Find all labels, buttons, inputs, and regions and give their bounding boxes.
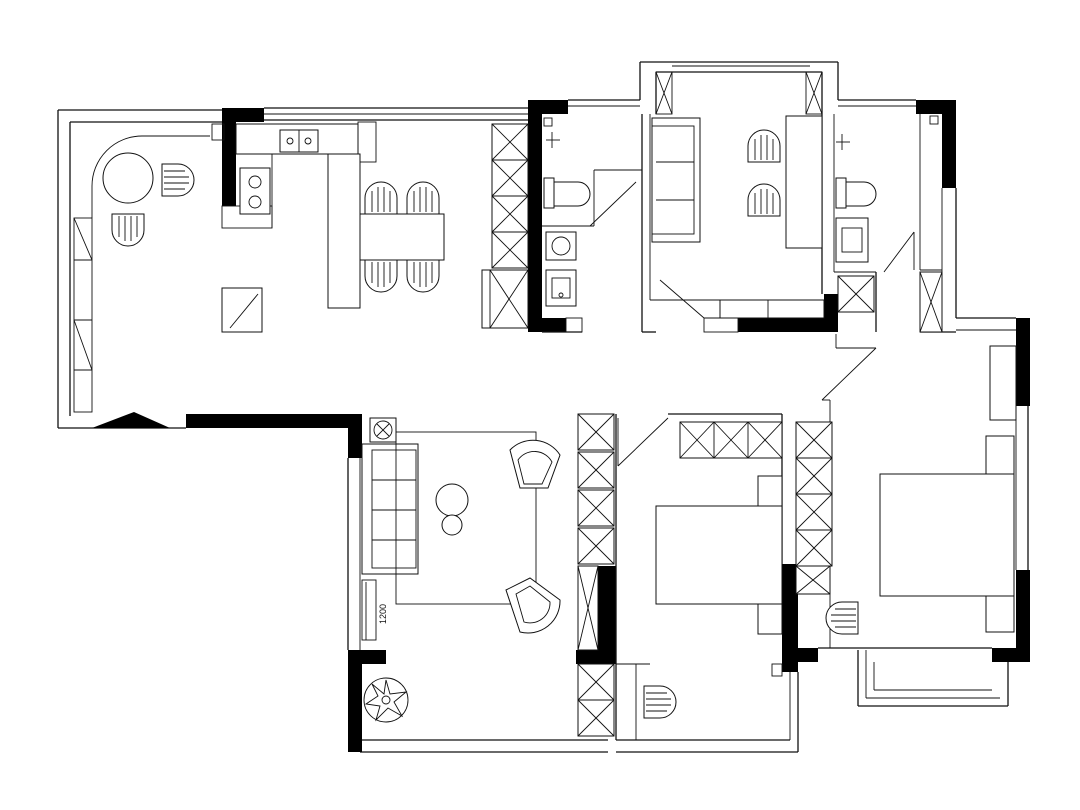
chair-icon — [406, 181, 440, 215]
sofa-icon — [651, 117, 701, 243]
bed-icon — [655, 475, 783, 635]
bathroom-1 — [543, 117, 591, 307]
chair-icon — [406, 259, 440, 293]
ac-unit-icon — [369, 417, 397, 443]
cabinet-column — [481, 123, 529, 329]
cabinet-column — [577, 413, 615, 737]
chair-icon — [747, 183, 781, 217]
dimension-label: 1200 — [378, 604, 388, 624]
bathroom-2 — [835, 115, 943, 333]
sink-icon — [545, 269, 577, 307]
shower-icon — [543, 117, 560, 148]
chair-icon — [364, 259, 398, 293]
solid-walls — [92, 100, 1030, 752]
chair-icon — [747, 129, 781, 163]
cabinet-column — [795, 421, 833, 595]
toilet-icon — [543, 177, 591, 209]
side-table — [435, 483, 469, 517]
sofa-icon — [361, 443, 419, 575]
chair-icon — [825, 601, 859, 635]
stove-icon — [239, 167, 271, 215]
kitchen-island — [327, 153, 361, 309]
toilet-icon — [835, 177, 877, 209]
armchair-icon — [509, 439, 561, 489]
doors — [589, 181, 915, 467]
kitchen-dining — [73, 121, 529, 413]
bed-icon — [879, 435, 1015, 633]
armchair-icon — [505, 577, 561, 634]
plant-icon — [363, 677, 409, 723]
left-window — [73, 217, 93, 413]
cabinet — [221, 287, 263, 333]
rug — [395, 431, 537, 605]
desk — [785, 115, 823, 249]
chair-icon — [364, 181, 398, 215]
side-cabinet — [989, 345, 1017, 421]
chair-icon — [643, 685, 677, 719]
washer-icon — [545, 231, 577, 261]
living-room: 1200 — [361, 413, 615, 737]
cabinet-stack — [837, 271, 943, 333]
master-bedroom — [795, 345, 1017, 635]
sink-icon — [835, 217, 869, 263]
top-room — [651, 71, 825, 319]
dining-table — [359, 213, 445, 261]
bedroom-2 — [643, 421, 783, 719]
chair-icon — [161, 163, 195, 197]
shower-icon — [836, 115, 939, 150]
wardrobe — [679, 421, 783, 459]
outer-walls — [57, 61, 1029, 753]
round-table — [102, 152, 154, 204]
chair-icon — [111, 213, 145, 247]
